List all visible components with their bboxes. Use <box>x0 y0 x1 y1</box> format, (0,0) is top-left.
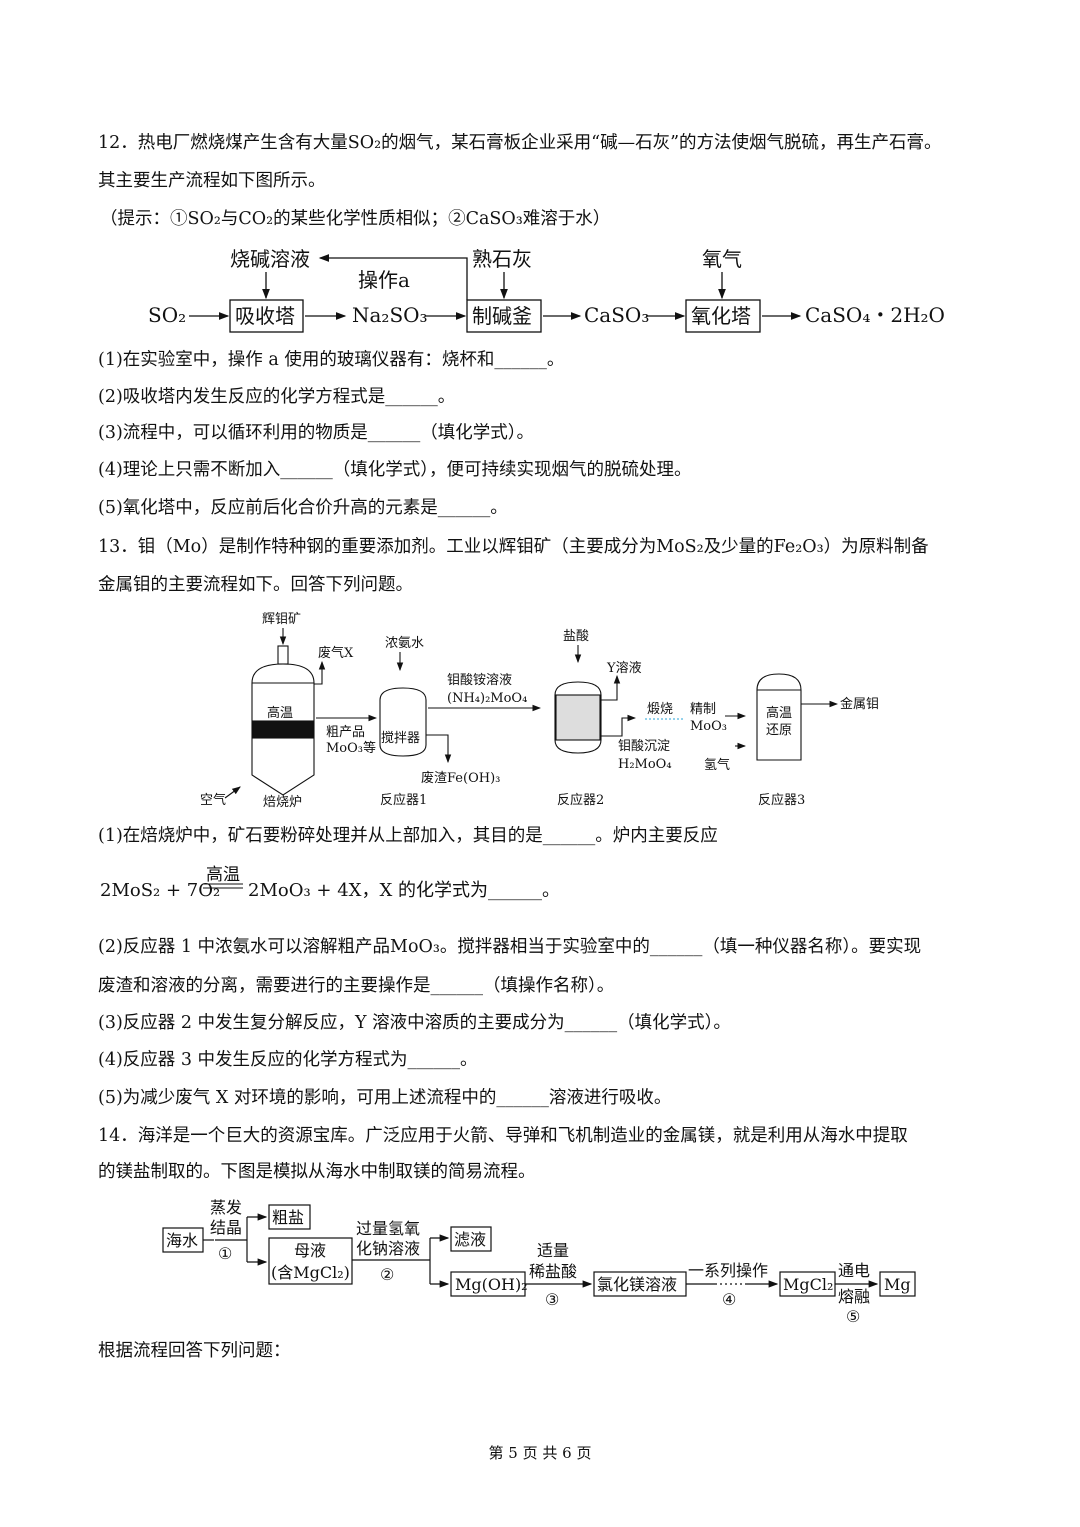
label-air: 空气 <box>200 792 226 808</box>
label-seawater: 海水 <box>166 1231 198 1250</box>
label-na2so3: Na₂SO₃ <box>352 303 428 327</box>
box-oxidizer <box>685 299 761 333</box>
label-product: CaSO₄・2H₂O <box>805 303 945 327</box>
label-naoh1: 过量氢氧 <box>356 1219 420 1238</box>
label-mother1: 母液 <box>294 1241 326 1260</box>
label-elec1: 通电 <box>838 1261 870 1280</box>
label-reduce2: 还原 <box>766 723 792 738</box>
q13-stem: 13．钼（Mo）是制作特种钢的重要添加剂。工业以辉钼矿（主要成分为MoS₂及少量… <box>98 537 929 557</box>
label-precip2: H₂MoO₄ <box>618 757 672 772</box>
q13-equation: 2MoS₂ + 7O₂ 高温 2MoO₃ + 4X，X 的化学式为______。 <box>100 865 560 901</box>
label-mgoh2: Mg(OH)₂ <box>455 1275 528 1294</box>
q12-flow-diagram: 烧碱溶液 熟石灰 氧气 操作a SO₂ 吸收塔 Na₂SO₃ 制碱釜 CaSO₃… <box>148 247 945 333</box>
label-oxidizer: 氧化塔 <box>691 304 751 328</box>
label-hydrogen: 氢气 <box>704 757 730 773</box>
label-naoh: 烧碱溶液 <box>230 247 310 271</box>
label-furnace: 焙烧炉 <box>263 795 302 810</box>
label-step4: ④ <box>722 1290 736 1309</box>
label-r2: 反应器2 <box>557 792 604 808</box>
label-ammonia: 浓氨水 <box>385 636 424 651</box>
label-crude-salt: 粗盐 <box>272 1208 304 1227</box>
label-caso3: CaSO₃ <box>584 303 649 327</box>
label-step5: ⑤ <box>846 1307 860 1326</box>
label-elec2: 熔融 <box>838 1287 870 1306</box>
q12-part-1: (1)在实验室中，操作 a 使用的玻璃仪器有：烧杯和______。 <box>98 350 565 370</box>
label-evap1: 蒸发 <box>210 1198 242 1217</box>
q13-part-2-cont: 废渣和溶液的分离，需要进行的主要操作是______（填操作名称）。 <box>98 976 615 996</box>
label-step2: ② <box>380 1265 394 1284</box>
box-absorber <box>229 299 304 333</box>
label-naoh2: 化钠溶液 <box>356 1239 420 1258</box>
label-r3: 反应器3 <box>758 792 805 808</box>
label-op-a: 操作a <box>358 268 410 292</box>
label-residue: 废渣Fe(OH)₃ <box>421 770 500 786</box>
label-stirrer: 搅拌器 <box>381 730 420 746</box>
label-ore: 辉钼矿 <box>262 612 301 627</box>
q13-part-2: (2)反应器 1 中浓氨水可以溶解粗产品MoO₃。搅拌器相当于实验室中的____… <box>98 937 922 957</box>
q14-stem: 14．海洋是一个巨大的资源宝库。广泛应用于火箭、导弹和飞机制造业的金属镁，就是利… <box>98 1126 908 1146</box>
q12-part-3: (3)流程中，可以循环利用的物质是______（填化学式）。 <box>98 423 535 443</box>
q12-stem: 12．热电厂燃烧煤产生含有大量SO₂的烟气，某石膏板企业采用“碱—石灰”的方法使… <box>98 133 942 153</box>
q14-stem-cont: 的镁盐制取的。下图是模拟从海水中制取镁的简易流程。 <box>98 1162 536 1182</box>
label-evap2: 结晶 <box>210 1218 242 1237</box>
label-crude2: MoO₃等 <box>326 740 376 756</box>
label-so2: SO₂ <box>148 303 186 327</box>
q14-prompt: 根据流程回答下列问题： <box>98 1341 291 1361</box>
page-footer: 第 5 页 共 6 页 <box>488 1444 592 1462</box>
label-y-sol: Y溶液 <box>606 661 642 676</box>
label-mgcl2: MgCl₂ <box>783 1275 833 1294</box>
q12-hint: （提示：①SO₂与CO₂的某些化学性质相似；②CaSO₃难溶于水） <box>100 209 611 229</box>
label-ops: 一系列操作 <box>688 1261 768 1280</box>
label-hcl: 盐酸 <box>563 629 589 644</box>
q12-stem-cont: 其主要生产流程如下图所示。 <box>98 171 326 191</box>
label-reduce1: 高温 <box>766 705 792 721</box>
label-absorber: 吸收塔 <box>235 304 295 328</box>
label-step3: ③ <box>545 1290 559 1309</box>
equation-condition: 高温 <box>206 865 240 885</box>
label-mgcl-sol: 氯化镁溶液 <box>597 1275 677 1294</box>
label-amm-mol2: (NH₄)₂MoO₄ <box>447 691 527 706</box>
label-oxygen: 氧气 <box>702 247 742 271</box>
label-precip1: 钼酸沉淀 <box>618 739 670 754</box>
label-r1: 反应器1 <box>380 792 427 808</box>
label-amm-mol1: 钼酸铵溶液 <box>447 673 512 688</box>
q12-part-4: (4)理论上只需不断加入______（填化学式），便可持续实现烟气的脱硫处理。 <box>98 460 692 480</box>
label-refined1: 精制 <box>690 702 716 717</box>
label-hcl1: 适量 <box>537 1241 569 1260</box>
q13-part-3: (3)反应器 2 中发生复分解反应，Y 溶液中溶质的主要成分为______（填化… <box>98 1013 731 1033</box>
label-calcine: 煅烧 <box>647 701 673 717</box>
label-waste-gas: 废气X <box>318 645 354 661</box>
label-refined2: MoO₃ <box>690 719 727 734</box>
q13-part-4: (4)反应器 3 中发生反应的化学方程式为______。 <box>98 1050 478 1070</box>
q13-part-5: (5)为减少废气 X 对环境的影响，可用上述流程中的______溶液进行吸收。 <box>98 1088 672 1108</box>
label-high-temp: 高温 <box>267 705 293 721</box>
label-hcl2: 稀盐酸 <box>529 1262 577 1281</box>
equation-right: 2MoO₃ + 4X，X 的化学式为______。 <box>248 880 560 901</box>
q13-stem-cont: 金属钼的主要流程如下。回答下列问题。 <box>98 575 413 595</box>
q12-part-2: (2)吸收塔内发生反应的化学方程式是______。 <box>98 387 456 407</box>
equation-left: 2MoS₂ + 7O₂ <box>100 880 220 901</box>
label-step1: ① <box>218 1244 232 1263</box>
label-crude1: 粗产品 <box>326 725 365 740</box>
label-metal: 金属钼 <box>840 696 879 712</box>
box-kettle <box>466 299 542 333</box>
label-kettle: 制碱釜 <box>472 304 532 328</box>
q14-flow-diagram: 海水 蒸发 结晶 ① 粗盐 母液 (含MgCl₂) 过量氢氧 化钠溶液 ② 滤液… <box>162 1198 916 1326</box>
label-mg: Mg <box>884 1275 911 1294</box>
q12-part-5: (5)氧化塔中，反应前后化合价升高的元素是______。 <box>98 498 508 518</box>
label-lime: 熟石灰 <box>472 247 532 271</box>
label-mother2: (含MgCl₂) <box>271 1263 350 1282</box>
q13-part-1: (1)在焙烧炉中，矿石要粉碎处理并从上部加入，其目的是______。炉内主要反应 <box>98 826 718 846</box>
q13-flow-diagram: 辉钼矿 高温 废气X 空气 焙烧炉 粗产品 MoO₃等 浓氨水 搅拌器 废渣Fe… <box>200 612 879 810</box>
label-filtrate: 滤液 <box>454 1230 486 1249</box>
